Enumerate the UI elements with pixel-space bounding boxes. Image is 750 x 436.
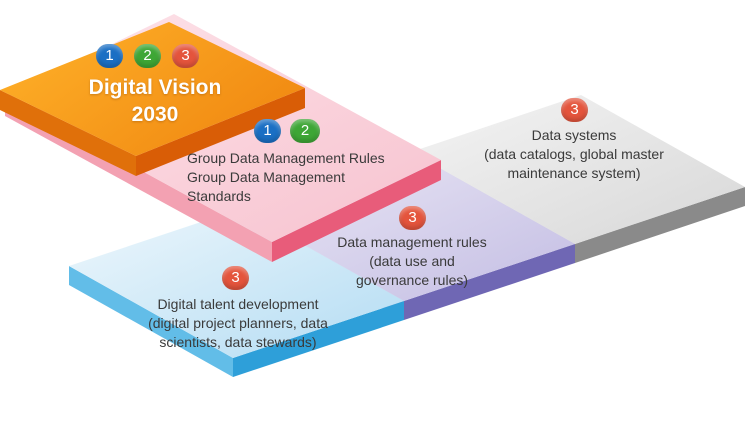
data-systems-line1: Data systems [531,127,617,143]
badge-1: 1 [96,44,123,68]
group-rules-line1: Group Data Management Rules [187,150,385,166]
group-rules-line3: Standards [187,188,251,204]
data-systems-text: Data systems (data catalogs, global mast… [464,126,684,183]
digital-vision-title-line2: 2030 [131,103,179,126]
badge-2: 2 [134,44,161,68]
data-management-line1: Data management rules [337,234,487,250]
slab-digital-vision [0,22,305,176]
data-management-text: Data management rules (data use and gove… [312,233,512,290]
data-systems-line3: maintenance system) [507,165,641,181]
digital-talent-line1: Digital talent development [157,296,319,312]
badge-3: 3 [561,98,588,122]
data-management-line3: governance rules) [355,272,469,288]
group-rules-line2: Group Data Management [187,169,345,185]
digital-vision-title: Digital Vision 2030 [70,74,240,128]
badge-1: 1 [254,119,281,143]
digital-vision-title-line1: Digital Vision [88,76,222,99]
badge-3: 3 [399,206,426,230]
digital-talent-line3: scientists, data stewards) [159,334,317,350]
badge-3: 3 [172,44,199,68]
badge-2: 2 [290,119,320,143]
data-management-line2: (data use and [369,253,455,269]
digital-talent-line2: (digital project planners, data [148,315,328,331]
data-systems-line2: (data catalogs, global master [484,146,664,162]
digital-talent-text: Digital talent development (digital proj… [128,295,348,352]
group-rules-text: Group Data Management Rules Group Data M… [187,149,407,206]
badge-3: 3 [222,266,249,290]
